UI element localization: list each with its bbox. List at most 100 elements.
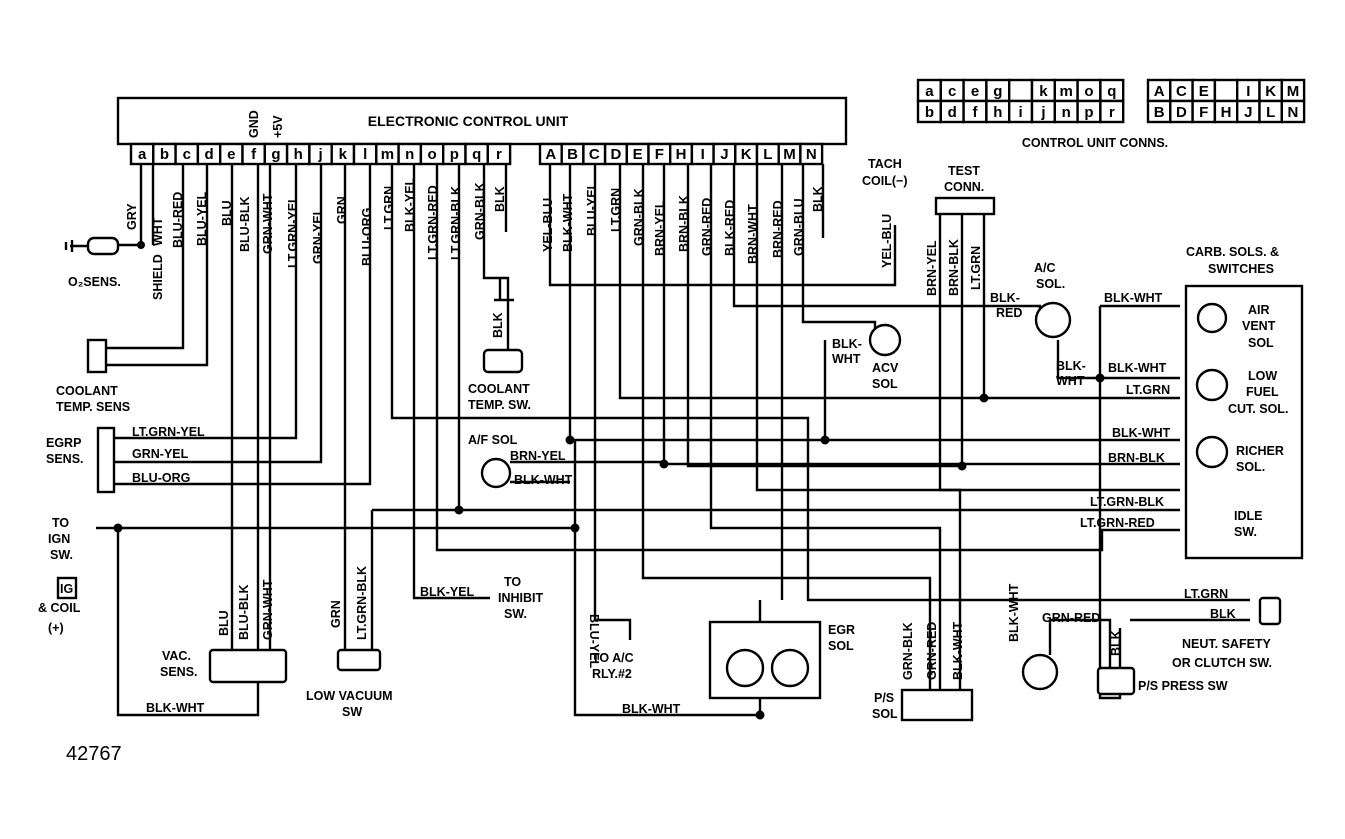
conn-upper-A: A bbox=[1154, 83, 1165, 100]
wire-label-lower-5: BLU bbox=[220, 200, 234, 226]
egr-sol-label-2: SOL bbox=[828, 639, 854, 653]
conn-lower-cell bbox=[1099, 99, 1125, 124]
ecu-lower-pin-d: d bbox=[204, 146, 213, 163]
wire-label-upper-1: BLK-WHT bbox=[561, 193, 575, 252]
coil-label-1: & COIL bbox=[38, 601, 81, 615]
test-connector bbox=[934, 196, 996, 216]
inhibit-wire-label: BLK-YEL bbox=[420, 585, 475, 599]
carb-wire-3: LT.GRN bbox=[1126, 383, 1170, 397]
air-vent-label-1: AIR bbox=[1248, 303, 1270, 317]
ecu-upper-pin-D: D bbox=[611, 146, 622, 163]
to-inhibit-label-3: SW. bbox=[504, 607, 527, 621]
vac-wire-1: BLU bbox=[217, 610, 231, 636]
low-fuel-label-1: LOW bbox=[1248, 369, 1277, 383]
ecu-lower-pin-p: p bbox=[450, 146, 459, 163]
wire-label-upper-4: GRN-BLK bbox=[632, 188, 646, 246]
ecu-lower-pin-c: c bbox=[183, 146, 191, 163]
conn-upper-M: M bbox=[1287, 83, 1300, 100]
tach-label-2: COIL(−) bbox=[862, 174, 907, 188]
wire-label-upper-8: BLK-RED bbox=[723, 200, 737, 256]
low-vacuum-label-2: SW bbox=[342, 705, 362, 719]
ecu-upper-pin-N: N bbox=[806, 146, 817, 163]
egrp-wire-1: LT.GRN-YEL bbox=[132, 425, 205, 439]
air-vent-label-3: SOL bbox=[1248, 336, 1274, 350]
ecu-upper-pin-K: K bbox=[741, 146, 752, 163]
af-wire-1: BRN-YEL bbox=[510, 449, 566, 463]
wire-label-lower-15: LT.GRN-BLK bbox=[449, 186, 463, 260]
wire-label-lower-13: BLK-YEL bbox=[403, 177, 417, 232]
conn-lower-o: o bbox=[1084, 83, 1093, 100]
test-wire-3-label: LT.GRN bbox=[969, 246, 983, 290]
coolant-temp-sens-label-2: TEMP. SENS bbox=[56, 400, 130, 414]
wire-label-lower-4: BLU-YEL bbox=[195, 191, 209, 246]
egrp-sensor bbox=[96, 426, 116, 494]
neutral-safety-switch bbox=[1258, 596, 1282, 626]
conn-upper-D: D bbox=[1176, 104, 1187, 121]
egrp-label-2: SENS. bbox=[46, 452, 84, 466]
ps-sol-wire-2: GRN-RED bbox=[925, 622, 939, 680]
ps-sol-wire-3: BLK-WHT bbox=[951, 621, 965, 680]
wire-label-upper-6: BRN-BLK bbox=[677, 195, 691, 252]
richer-label-1: RICHER bbox=[1236, 444, 1284, 458]
ps-press-label: P/S PRESS SW bbox=[1138, 679, 1228, 693]
coolant-temp-sw-label-1: COOLANT bbox=[468, 382, 530, 396]
wire-label-lower-12: LT.GRN bbox=[382, 186, 396, 230]
to-ign-label-1: TO bbox=[52, 516, 69, 530]
conn-lower-j: j bbox=[1040, 104, 1045, 121]
conn-lower-cell bbox=[1008, 78, 1034, 103]
conn-upper-I: I bbox=[1246, 83, 1250, 100]
conn-lower-d: d bbox=[948, 104, 957, 121]
wire-label-lower-16: GRN-BLK bbox=[473, 182, 487, 240]
coolant-temp-sensor bbox=[86, 338, 108, 374]
carb-wire-7: LT.GRN-RED bbox=[1080, 516, 1155, 530]
ecu-lower-pin-l: l bbox=[363, 146, 367, 163]
neut-label-1: NEUT. SAFETY bbox=[1182, 637, 1272, 651]
connector-chart-caption: CONTROL UNIT CONNS. bbox=[1022, 136, 1168, 150]
low-fuel-label-3: CUT. SOL. bbox=[1228, 402, 1288, 416]
carb-wire-1: BLK-WHT bbox=[1104, 291, 1163, 305]
grn-red-right-label: GRN-RED bbox=[1042, 611, 1100, 625]
low-vac-wire-2: LT.GRN-BLK bbox=[355, 566, 369, 640]
vac-sens-label-2: SENS. bbox=[160, 665, 198, 679]
ecu-lower-pin-o: o bbox=[427, 146, 436, 163]
ecu-lower-pin-a: a bbox=[138, 146, 147, 163]
to-ign-label-3: SW. bbox=[50, 548, 73, 562]
ecu-lower-pin-r: r bbox=[496, 146, 502, 163]
test-conn-label-2: CONN. bbox=[944, 180, 984, 194]
acv-wire-2: WHT bbox=[832, 352, 861, 366]
rly-wire-label: BLU-YEL bbox=[587, 614, 601, 669]
blk-wht-label-left: BLK-WHT bbox=[146, 701, 205, 715]
ps-sol-label-1: P/S bbox=[874, 691, 894, 705]
carb-wire-6: LT.GRN-BLK bbox=[1090, 495, 1164, 509]
conn-lower-f: f bbox=[973, 104, 979, 121]
ecu-upper-pin-C: C bbox=[589, 146, 600, 163]
conn-upper-L: L bbox=[1266, 104, 1275, 121]
ecu-upper-pin-H: H bbox=[676, 146, 687, 163]
wire-label-lower-3: BLU-RED bbox=[171, 192, 185, 248]
conn-lower-n: n bbox=[1062, 104, 1071, 121]
wire-label-lower-2: WHT bbox=[151, 217, 165, 246]
wire-label-upper-3: LT.GRN bbox=[609, 188, 623, 232]
ecu-lower-pin-k: k bbox=[339, 146, 348, 163]
ac-sol-wire-2: RED bbox=[996, 306, 1022, 320]
ecu-lower-pin-r-cell bbox=[486, 142, 512, 166]
conn-upper-B: B bbox=[1154, 104, 1165, 121]
conn-lower-c: c bbox=[948, 83, 956, 100]
ecu-title: ELECTRONIC CONTROL UNIT bbox=[368, 113, 569, 129]
idle-sw-label-1: IDLE bbox=[1234, 509, 1262, 523]
carb-wire-2: BLK-WHT bbox=[1108, 361, 1167, 375]
test-wire-2-label: BRN-BLK bbox=[947, 239, 961, 296]
coolant-sw-wire-label: BLK bbox=[491, 312, 505, 338]
egrp-wire-2: GRN-YEL bbox=[132, 447, 189, 461]
low-vacuum-switch bbox=[336, 648, 382, 672]
ecu-gnd-label: GND bbox=[247, 110, 261, 138]
conn-upper-F: F bbox=[1199, 104, 1208, 121]
coolant-temp-sw-label-2: TEMP. SW. bbox=[468, 398, 531, 412]
wire-label-upper-12: BLK bbox=[811, 186, 825, 212]
to-ign-label-2: IGN bbox=[48, 532, 70, 546]
wire-label-lower-14: LT.GRN-RED bbox=[426, 185, 440, 260]
air-vent-label-2: VENT bbox=[1242, 319, 1276, 333]
